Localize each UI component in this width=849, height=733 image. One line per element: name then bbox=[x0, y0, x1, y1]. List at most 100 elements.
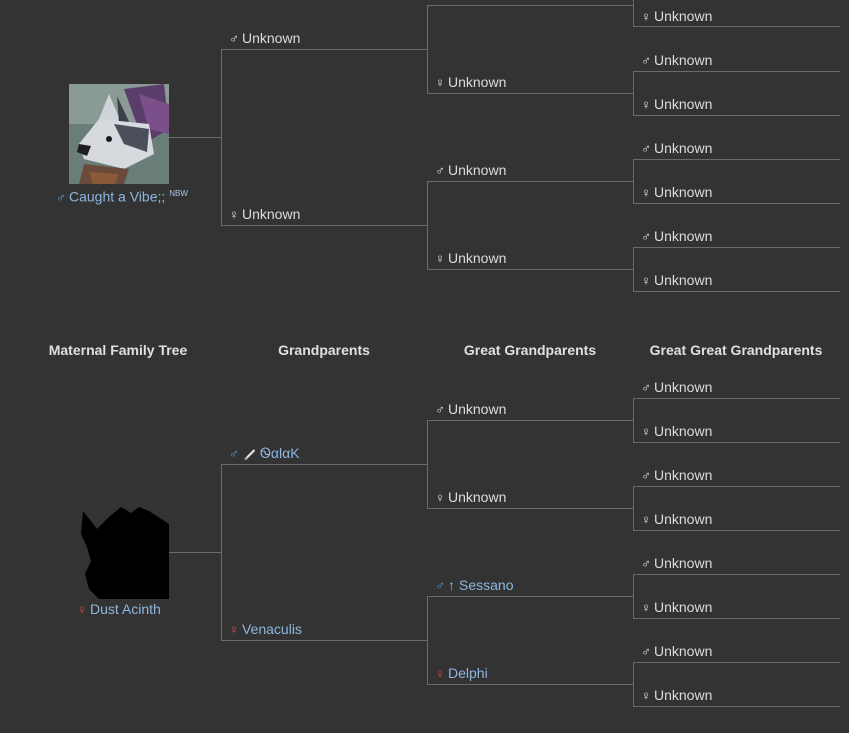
great-great-grandparents-heading: Great Great Grandparents bbox=[649, 342, 823, 358]
male-icon: ♂ bbox=[56, 189, 66, 205]
connector bbox=[221, 464, 428, 465]
connector bbox=[633, 618, 840, 619]
connector bbox=[633, 203, 840, 204]
connector bbox=[633, 662, 840, 663]
male-icon: ♂ bbox=[641, 53, 651, 68]
maternal-tree-heading: Maternal Family Tree bbox=[48, 342, 188, 358]
great-grandparent-unknown: ♀Unknown bbox=[641, 511, 713, 527]
parent-link[interactable]: ♂ᏫαlαK bbox=[229, 445, 300, 461]
wolf-avatar[interactable] bbox=[69, 84, 169, 184]
arrow-up-icon: ↑ bbox=[448, 577, 455, 593]
connector bbox=[427, 269, 634, 270]
great-grandparent-unknown: ♀Unknown bbox=[641, 423, 713, 439]
connector bbox=[633, 398, 634, 443]
grandparents-heading: Grandparents bbox=[278, 342, 370, 358]
female-icon: ♀ bbox=[641, 688, 651, 703]
grandparent-unknown: ♀Unknown bbox=[435, 250, 507, 266]
connector bbox=[633, 291, 840, 292]
male-icon: ♂ bbox=[641, 141, 651, 156]
grandparent-unknown: ♂Unknown bbox=[435, 401, 507, 417]
connector bbox=[221, 49, 428, 50]
connector bbox=[633, 26, 840, 27]
wolf-portrait-icon bbox=[69, 84, 169, 184]
grandparent-unknown: ♀Unknown bbox=[435, 489, 507, 505]
great-grandparent-unknown: ♀Unknown bbox=[641, 8, 713, 24]
connector bbox=[427, 5, 634, 6]
great-grandparent-unknown: ♂Unknown bbox=[641, 140, 713, 156]
male-icon: ♂ bbox=[435, 163, 445, 178]
feather-icon bbox=[244, 449, 255, 461]
connector bbox=[633, 398, 840, 399]
male-icon: ♂ bbox=[229, 446, 239, 461]
connector bbox=[221, 464, 222, 641]
female-icon: ♀ bbox=[641, 185, 651, 200]
connector bbox=[427, 420, 634, 421]
male-icon: ♂ bbox=[641, 229, 651, 244]
connector bbox=[633, 662, 634, 707]
female-icon: ♀ bbox=[641, 600, 651, 615]
great-grandparent-unknown: ♀Unknown bbox=[641, 272, 713, 288]
great-grandparent-unknown: ♂Unknown bbox=[641, 228, 713, 244]
connector bbox=[427, 93, 634, 94]
connector bbox=[633, 71, 840, 72]
female-icon: ♀ bbox=[641, 9, 651, 24]
female-icon: ♀ bbox=[435, 75, 445, 90]
grandparent-unknown: ♂Unknown bbox=[435, 162, 507, 178]
great-grandparents-heading: Great Grandparents bbox=[463, 342, 597, 358]
connector bbox=[633, 574, 840, 575]
parent-link[interactable]: ♀Venaculis bbox=[229, 621, 302, 637]
male-icon: ♂ bbox=[641, 644, 651, 659]
great-grandparent-unknown: ♀Unknown bbox=[641, 184, 713, 200]
female-icon: ♀ bbox=[229, 207, 239, 222]
male-icon: ♂ bbox=[641, 556, 651, 571]
grandparent-unknown: ♀Unknown bbox=[435, 74, 507, 90]
connector bbox=[427, 684, 634, 685]
connector bbox=[633, 71, 634, 116]
parent-unknown: ♂Unknown bbox=[229, 30, 301, 46]
connector bbox=[633, 159, 634, 204]
connector bbox=[633, 442, 840, 443]
connector bbox=[427, 420, 428, 509]
connector bbox=[633, 706, 840, 707]
great-grandparent-unknown: ♂Unknown bbox=[641, 467, 713, 483]
parent-unknown: ♀Unknown bbox=[229, 206, 301, 222]
male-icon: ♂ bbox=[641, 380, 651, 395]
subject-dam-link[interactable]: ♀Dust Acinth bbox=[77, 601, 161, 617]
female-icon: ♀ bbox=[77, 602, 87, 617]
great-grandparent-unknown: ♂Unknown bbox=[641, 555, 713, 571]
grandparent-link[interactable]: ♂↑Sessano bbox=[435, 577, 514, 593]
female-icon: ♀ bbox=[229, 622, 239, 637]
connector bbox=[633, 159, 840, 160]
connector bbox=[169, 137, 221, 138]
female-icon: ♀ bbox=[641, 273, 651, 288]
grandparent-link[interactable]: ♀Delphi bbox=[435, 665, 488, 681]
female-icon: ♀ bbox=[641, 97, 651, 112]
male-icon: ♂ bbox=[435, 578, 445, 593]
wolf-silhouette-icon bbox=[81, 507, 169, 599]
connector bbox=[427, 596, 634, 597]
connector bbox=[633, 486, 840, 487]
male-icon: ♂ bbox=[435, 402, 445, 417]
connector bbox=[633, 247, 840, 248]
wolf-silhouette-avatar[interactable] bbox=[69, 499, 169, 599]
connector bbox=[221, 640, 428, 641]
connector bbox=[427, 181, 428, 270]
connector bbox=[427, 508, 634, 509]
female-icon: ♀ bbox=[641, 424, 651, 439]
great-grandparent-unknown: ♀Unknown bbox=[641, 96, 713, 112]
male-icon: ♂ bbox=[641, 468, 651, 483]
male-icon: ♂ bbox=[229, 31, 239, 46]
subject-sire-link[interactable]: ♂Caught a Vibe;;NBW bbox=[56, 188, 188, 205]
great-grandparent-unknown: ♀Unknown bbox=[641, 599, 713, 615]
connector bbox=[633, 486, 634, 531]
nbw-tag: NBW bbox=[169, 189, 188, 198]
great-grandparent-unknown: ♂Unknown bbox=[641, 643, 713, 659]
connector bbox=[427, 596, 428, 685]
connector bbox=[633, 247, 634, 292]
connector bbox=[221, 49, 222, 226]
great-grandparent-unknown: ♂Unknown bbox=[641, 52, 713, 68]
connector bbox=[633, 0, 634, 27]
female-icon: ♀ bbox=[435, 666, 445, 681]
connector bbox=[427, 5, 428, 94]
connector bbox=[633, 574, 634, 619]
